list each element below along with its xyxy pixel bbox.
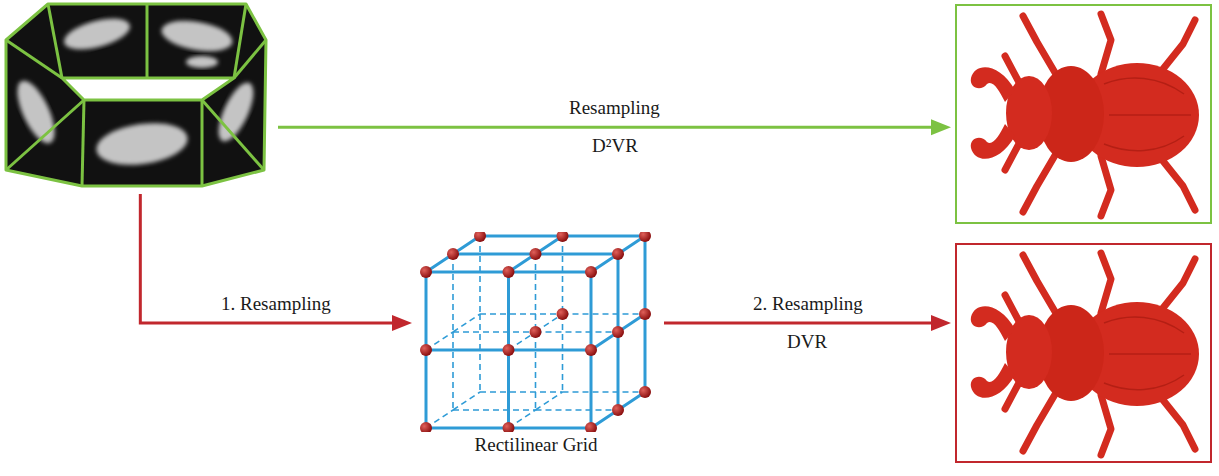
- edge-label: 1. Resampling: [219, 293, 333, 315]
- result-box: [955, 4, 1212, 224]
- rectilinear-grid-figure: [418, 232, 654, 432]
- edge-label: Resampling: [567, 97, 662, 119]
- beetle-render: [957, 6, 1210, 222]
- result-box: [955, 243, 1212, 463]
- image-ring: [2, 2, 268, 188]
- flow-arrow: [140, 194, 412, 331]
- grid-node: Rectilinear Grid: [418, 232, 654, 456]
- method-label: D²VR: [590, 135, 640, 157]
- edge-label: 2. Resampling: [751, 293, 865, 315]
- method-label: DVR: [785, 331, 829, 353]
- grid-caption: Rectilinear Grid: [418, 434, 654, 456]
- image-ring-figure: [2, 2, 268, 188]
- flow-arrow: [278, 119, 951, 135]
- beetle-render: [957, 245, 1210, 461]
- flow-arrow: [664, 315, 951, 331]
